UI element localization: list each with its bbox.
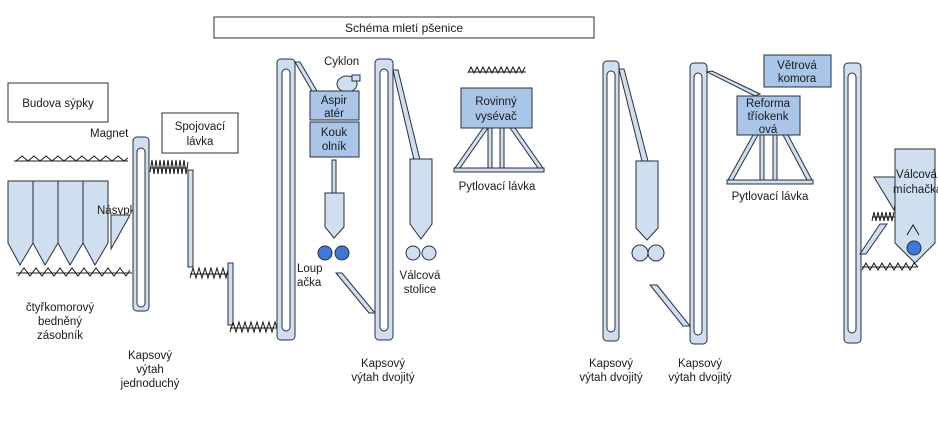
nasypka-label: Násypka	[97, 205, 142, 217]
rovinny-vysevac: Rovinný vysévač	[460, 87, 533, 129]
connector-spring-1	[149, 159, 194, 268]
vytah2-label-2: výtah dvojitý	[351, 372, 415, 384]
bucket-elevator-double-1	[374, 58, 421, 341]
magnet-label: Magnet	[90, 128, 129, 140]
loupacka-bin	[324, 192, 345, 239]
pytlovaci-label-2: Pytlovací lávka	[732, 191, 809, 203]
rovinny-vysevac-spring	[467, 65, 526, 75]
michacka-bottom-spring	[861, 261, 919, 272]
michacka-label-1: Válcová	[896, 169, 938, 181]
valcova-stolice-rollers	[405, 245, 437, 261]
michacka-chute	[859, 223, 888, 255]
connector-spring-3	[229, 320, 278, 334]
reforma-label-3: ová	[759, 124, 778, 136]
valcova-stolice-bin	[409, 158, 433, 240]
second-chute	[648, 284, 692, 327]
connector-spring-2	[189, 262, 234, 326]
aspirator: Aspir atér	[309, 90, 360, 121]
rovinny-label-1: Rovinný	[475, 96, 517, 108]
loupacka-label-2: ačka	[297, 277, 322, 289]
pytlovaci-label-1: Pytlovací lávka	[459, 181, 536, 193]
budova-label: Budova sýpky	[22, 98, 94, 110]
title-box: Schéma mletí pšenice	[213, 16, 595, 39]
cyklon	[336, 74, 361, 93]
vytah3-label-2: výtah dvojitý	[579, 372, 643, 384]
vytah2-label-1: Kapsový	[361, 358, 405, 370]
koukolnik-pipe	[331, 159, 337, 194]
bucket-elevator-6	[843, 62, 862, 344]
loupacka-rollers	[317, 245, 350, 261]
reforma-label-1: Reforma	[746, 98, 791, 110]
reforma-triokenkova: Reforma tříokenk ová	[736, 95, 801, 136]
aspirator-label-2: atér	[324, 108, 344, 120]
vytah1-label-2: výtah	[136, 364, 164, 376]
zasobnik-label-3: zásobník	[37, 330, 83, 342]
top-conveyor-spring	[14, 155, 129, 162]
zasobnik-label-2: bedněný	[38, 316, 82, 328]
second-roller-bin	[635, 160, 659, 241]
aspirator-label-1: Aspir	[321, 95, 347, 107]
bucket-elevator-double-2	[602, 60, 649, 342]
koukolnik: Kouk olník	[309, 121, 360, 158]
vytah4-label-1: Kapsový	[678, 358, 722, 370]
bucket-elevator-2	[276, 58, 318, 341]
hopper-bottom-spring	[16, 267, 132, 277]
four-chamber-hopper	[7, 180, 109, 267]
vytah4-label-2: výtah dvojitý	[668, 372, 732, 384]
diagram-title: Schéma mletí pšenice	[345, 21, 463, 35]
spojovaci-label-1: Spojovací	[175, 121, 226, 133]
michacka-label-2: míchačka	[893, 184, 938, 196]
bucket-elevator-simple	[132, 136, 150, 312]
vytah1-label-3: jednoduchý	[120, 378, 180, 390]
rovinny-stand	[453, 127, 545, 173]
valcova-stolice-label-1: Válcová	[400, 270, 442, 282]
vetrova-komora: Větrová komora	[763, 54, 832, 88]
bucket-elevator-double-3	[689, 62, 762, 345]
budova-sypky-box: Budova sýpky	[7, 82, 109, 123]
zasobnik-label-1: čtyřkomorový	[26, 302, 95, 314]
spojovaci-label-2: lávka	[187, 136, 214, 148]
koukolnik-label-1: Kouk	[321, 127, 347, 139]
loupacka-chute	[334, 272, 377, 314]
reforma-stand	[726, 134, 814, 185]
valcova-stolice-label-2: stolice	[404, 284, 437, 296]
koukolnik-label-2: olník	[322, 141, 347, 153]
loupacka-label-1: Loup	[297, 263, 323, 275]
cyklon-label: Cyklon	[324, 56, 359, 68]
reforma-label-2: tříokenk	[748, 111, 789, 123]
valcova-michacka: Válcová míchačka	[893, 148, 938, 264]
vytah1-label-1: Kapsový	[128, 350, 172, 362]
michacka-spring	[871, 211, 895, 222]
vytah3-label-1: Kapsový	[589, 358, 633, 370]
vetrova-label-1: Větrová	[777, 60, 817, 72]
nasypka-funnel	[110, 214, 131, 251]
spojovaci-lavka-box: Spojovací lávka	[161, 112, 239, 154]
rovinny-label-2: vysévač	[475, 111, 517, 123]
vetrova-label-2: komora	[778, 73, 817, 85]
second-rollers	[631, 244, 665, 262]
